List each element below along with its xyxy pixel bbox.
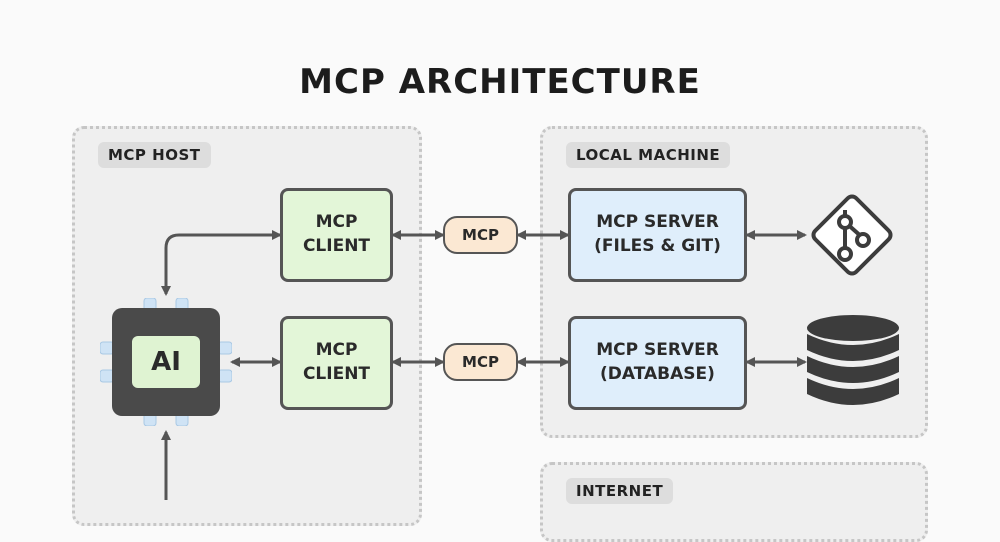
ai-chip-label: AI: [151, 347, 181, 377]
git-icon: [805, 188, 899, 282]
ai-chip-icon: [99, 297, 233, 427]
mcp-server-database: MCP SERVER (DATABASE): [568, 316, 747, 410]
mcp-protocol-pill-1: MCP: [443, 216, 518, 254]
database-icon: [805, 314, 901, 412]
mcp-client-box-1: MCP CLIENT: [280, 188, 393, 282]
arrow-ai-client-1: [161, 230, 282, 296]
diagram-title: MCP ARCHITECTURE: [299, 62, 701, 102]
connector-lines: [161, 230, 807, 500]
mcp-server-files-git: MCP SERVER (FILES & GIT): [568, 188, 747, 282]
group-label-mcp-host: MCP HOST: [98, 142, 211, 168]
group-label-local-machine: LOCAL MACHINE: [566, 142, 731, 168]
mcp-client-box-2: MCP CLIENT: [280, 316, 393, 410]
mcp-protocol-pill-2: MCP: [443, 343, 518, 381]
